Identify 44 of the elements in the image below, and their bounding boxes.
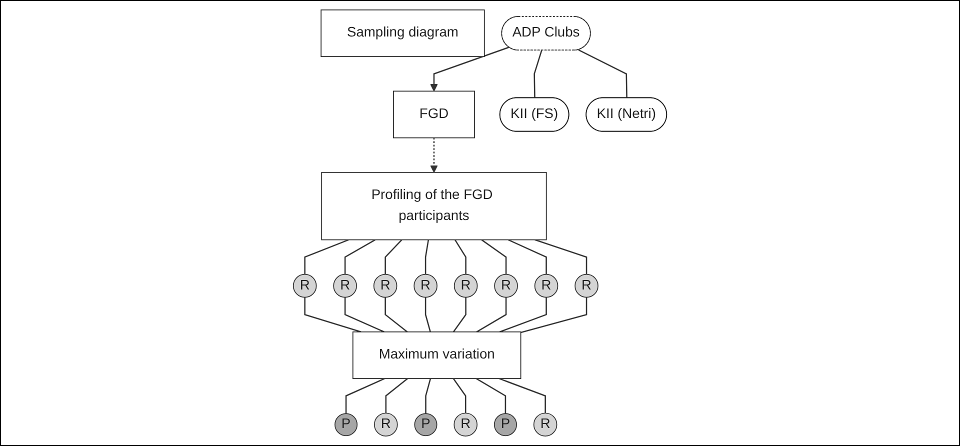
arrow [430,46,510,92]
connector [304,239,349,274]
node-circle: R [454,274,478,298]
connector [345,378,385,414]
connector [452,297,466,332]
connector [476,297,507,332]
node-circle: R [292,274,317,298]
connector [424,297,431,332]
connector [384,297,408,332]
connector [534,50,542,98]
connector [425,378,432,414]
connector [344,239,376,274]
node-box: Profiling of the FGD participants [321,172,547,240]
connector [498,378,546,414]
node-box: Sampling diagram [320,9,485,58]
connector [452,378,466,414]
connector [344,297,384,332]
node-circle: R [374,412,398,437]
node-box: Maximum variation [352,331,522,379]
connector [424,240,430,274]
arrow [430,138,438,173]
connector [578,49,628,98]
connector [520,297,588,334]
node-circle: P [414,413,438,436]
node-circle: P [494,413,517,436]
node-circle: R [494,274,518,298]
connector [304,297,362,333]
node-circle: P [334,413,358,436]
connector [534,239,588,274]
node-circle: R [534,274,558,298]
node-circle: R [533,412,558,437]
node-circle: R [414,274,438,298]
node-circle: R [373,274,398,298]
connector [454,239,466,274]
connector [499,297,547,332]
node-circle: R [454,412,478,437]
node-circle: R [333,274,357,298]
connector [481,239,507,274]
node-circle: R [574,274,598,298]
connector [508,239,547,274]
node-box: FGD [393,90,475,138]
connector [476,378,506,414]
connector [384,239,402,274]
connector [385,378,408,414]
